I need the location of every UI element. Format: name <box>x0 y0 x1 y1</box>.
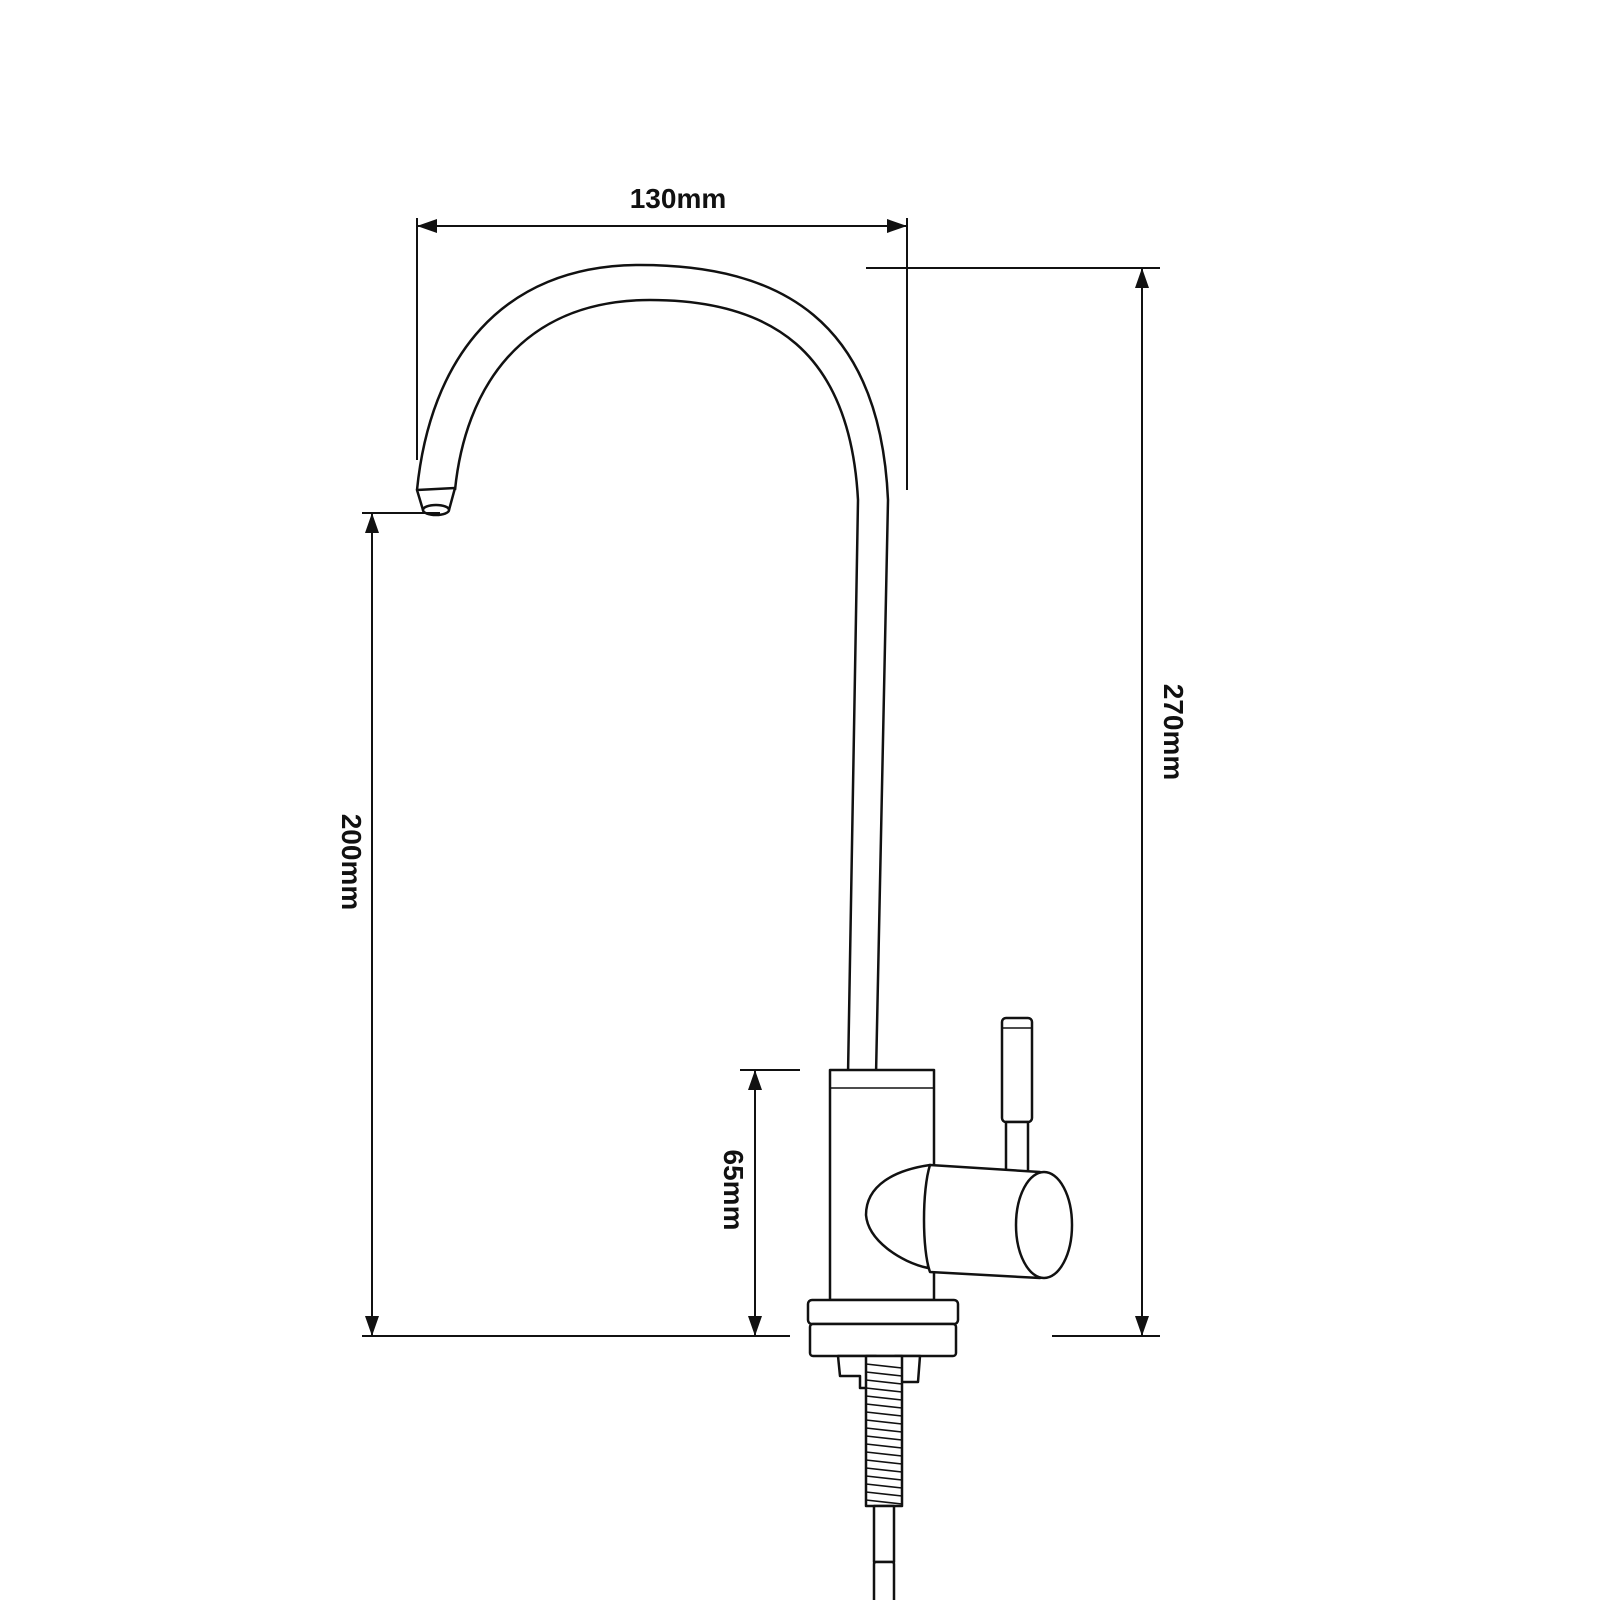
thread-line <box>865 1363 903 1369</box>
thread-line <box>865 1395 903 1401</box>
threaded-shank <box>864 1354 904 1508</box>
arrow-top <box>748 1070 762 1090</box>
arrow-right <box>887 219 907 233</box>
dim-total-height: 270mm <box>866 267 1189 1337</box>
thread-line <box>865 1387 903 1393</box>
arrow-bottom <box>365 1316 379 1336</box>
thread-line <box>865 1435 903 1441</box>
arrow-top <box>1135 268 1149 288</box>
valve-cap <box>1014 1170 1074 1280</box>
dim-label-spout-height: 200mm <box>336 814 367 911</box>
thread-line <box>865 1411 903 1417</box>
dim-spout-reach: 130mm <box>416 183 908 490</box>
dim-label-body-height: 65mm <box>718 1150 749 1231</box>
base-plate <box>806 1298 960 1358</box>
thread-line <box>865 1499 903 1505</box>
thread-line <box>865 1443 903 1449</box>
thread-line <box>865 1459 903 1465</box>
dim-spout-height: 200mm <box>336 512 790 1337</box>
arrow-top <box>365 513 379 533</box>
thread-line <box>865 1427 903 1433</box>
valve-housing <box>864 1163 1074 1280</box>
handle-lever <box>1000 1016 1034 1182</box>
arrow-bottom <box>748 1316 762 1336</box>
spout-inner-edge <box>453 298 860 1076</box>
thread-line <box>865 1403 903 1409</box>
thread-line <box>865 1483 903 1489</box>
dim-label-spout-reach: 130mm <box>630 183 727 214</box>
thread-line <box>865 1475 903 1481</box>
dim-label-total-height: 270mm <box>1158 684 1189 781</box>
faucet-drawing <box>415 263 1074 1600</box>
spout-outer-edge <box>415 263 890 1076</box>
thread-line <box>865 1379 903 1385</box>
thread-line <box>865 1467 903 1473</box>
thread-line <box>865 1491 903 1497</box>
thread-line <box>865 1419 903 1425</box>
thread-line <box>865 1371 903 1377</box>
arrow-left <box>417 219 437 233</box>
arrow-bottom <box>1135 1316 1149 1336</box>
thread-line <box>865 1451 903 1457</box>
dim-body-height: 65mm <box>718 1069 800 1336</box>
inlet-pipe <box>872 1504 896 1600</box>
